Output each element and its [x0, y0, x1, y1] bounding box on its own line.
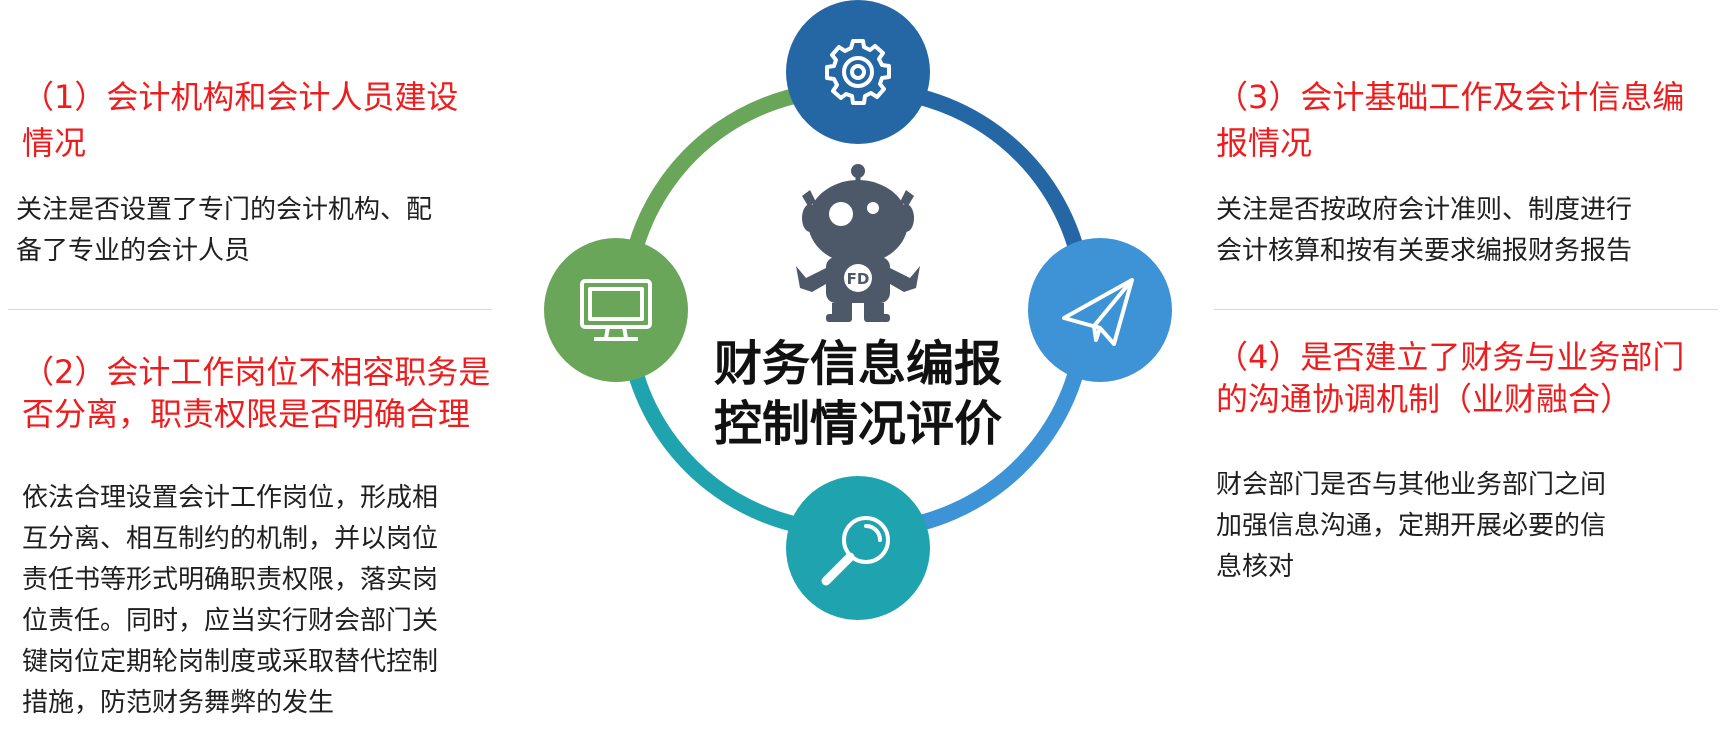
section-4-description: 财会部门是否与其他业务部门之间 加强信息沟通，定期开展必要的信 息核对 [1216, 465, 1716, 588]
section-4-heading-line-2: 的沟通协调机制（业财融合） [1216, 380, 1633, 418]
section-3-heading: （3）会计基础工作及会计信息编 报情况 [1216, 74, 1716, 166]
robot-badge-text: FD [847, 270, 870, 288]
monitor-icon [580, 279, 652, 341]
section-4-line-1: 财会部门是否与其他业务部门之间 [1216, 470, 1607, 500]
center-title: 财务信息编报 控制情况评价 [690, 334, 1026, 454]
section-2-line-4: 位责任。同时，应当实行财会部门关 [22, 606, 439, 636]
center-title-line-2: 控制情况评价 [713, 396, 1002, 452]
left-divider [8, 309, 492, 310]
section-1-description: 关注是否设置了专门的会计机构、配 备了专业的会计人员 [16, 190, 486, 272]
magnifier-icon [821, 516, 890, 586]
section-4-line-3: 息核对 [1216, 552, 1295, 582]
section-2-line-2: 互分离、相互制约的机制，并以岗位 [22, 524, 439, 554]
section-3-line-2: 会计核算和按有关要求编报财务报告 [1216, 236, 1633, 266]
section-3-heading-line-1: （3）会计基础工作及会计信息编 [1216, 78, 1685, 116]
right-node [1028, 238, 1172, 382]
section-2-line-1: 依法合理设置会计工作岗位，形成相 [22, 483, 439, 513]
section-2-heading-line-2: 否分离，职责权限是否明确合理 [22, 395, 471, 433]
section-2-line-3: 责任书等形式明确职责权限，落实岗 [22, 565, 439, 595]
section-2-heading-line-1: （2）会计工作岗位不相容职务是 [22, 353, 491, 391]
gear-icon [825, 39, 891, 105]
section-2-heading: （2）会计工作岗位不相容职务是 否分离，职责权限是否明确合理 [22, 351, 502, 435]
section-1-heading-line-1: （1）会计机构和会计人员建设 [22, 78, 459, 116]
right-divider [1214, 309, 1718, 310]
section-3-heading-line-2: 报情况 [1216, 124, 1313, 162]
section-4-heading-line-1: （4）是否建立了财务与业务部门 [1216, 338, 1685, 376]
section-4-line-2: 加强信息沟通，定期开展必要的信 [1216, 511, 1607, 541]
section-1-line-1: 关注是否设置了专门的会计机构、配 [16, 195, 433, 225]
section-3-line-1: 关注是否按政府会计准则、制度进行 [1216, 195, 1633, 225]
robot-mascot-icon: FD [796, 164, 920, 322]
section-4-heading: （4）是否建立了财务与业务部门 的沟通协调机制（业财融合） [1216, 336, 1716, 420]
left-node [544, 238, 688, 382]
section-1-line-2: 备了专业的会计人员 [16, 236, 251, 266]
section-1-heading-line-2: 情况 [22, 124, 87, 162]
section-3-description: 关注是否按政府会计准则、制度进行 会计核算和按有关要求编报财务报告 [1216, 190, 1716, 272]
section-2-description: 依法合理设置会计工作岗位，形成相 互分离、相互制约的机制，并以岗位 责任书等形式… [22, 478, 502, 724]
center-title-line-1: 财务信息编报 [713, 336, 1002, 392]
section-1-heading: （1）会计机构和会计人员建设 情况 [22, 74, 492, 166]
top-node [786, 0, 930, 144]
section-2-line-6: 措施，防范财务舞弊的发生 [22, 688, 335, 718]
bottom-node [786, 476, 930, 620]
paper-plane-icon [1062, 278, 1134, 346]
section-2-line-5: 键岗位定期轮岗制度或采取替代控制 [22, 647, 439, 677]
